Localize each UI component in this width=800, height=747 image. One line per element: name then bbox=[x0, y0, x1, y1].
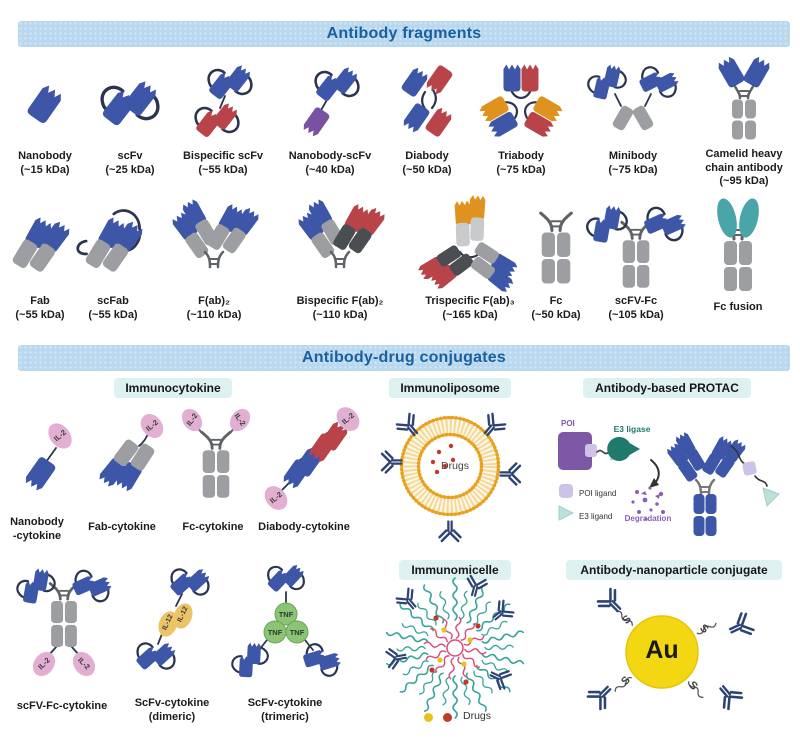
tnf-badge-label: TNF bbox=[267, 628, 283, 637]
fab2-icon bbox=[172, 199, 259, 269]
e3-ligase-label: E3 ligase bbox=[613, 424, 651, 434]
conjugate-label: ScFv-cytokine(trimeric) bbox=[247, 697, 323, 723]
scfv-cytokine-dimeric-icon bbox=[136, 568, 210, 670]
drug-yellow-dot bbox=[424, 713, 433, 722]
scfv-fc-cytokine-icon bbox=[16, 568, 112, 677]
fc-icon bbox=[539, 211, 573, 284]
trispecific-fab3-icon bbox=[418, 195, 518, 292]
conjugate-label: Nanobody-cytokine bbox=[10, 516, 64, 542]
micelle-drugs-label: Drugs bbox=[462, 710, 491, 722]
fragment-label: Camelid heavy chain antibody(~95 kDa) bbox=[705, 148, 783, 187]
diabody-icon bbox=[401, 65, 453, 137]
e3-ligand-label: E3 ligand bbox=[579, 512, 613, 521]
conjugate-label: Diabody-cytokine bbox=[258, 521, 350, 533]
fragment-label: Bispecific F(ab)₂(~110 kDa) bbox=[296, 295, 384, 321]
nanoparticle-header: Antibody-nanoparticle conjugate bbox=[566, 560, 782, 580]
fragment-label: Diabody(~50 kDa) bbox=[402, 150, 452, 176]
nanoparticle-icon bbox=[586, 587, 755, 711]
scfv-fc-icon bbox=[586, 205, 686, 288]
bispecific-scfv-icon bbox=[194, 65, 253, 137]
fragment-label: Trispecific F(ab)₃(~165 kDa) bbox=[425, 295, 515, 321]
fab-cytokine-icon bbox=[99, 414, 164, 492]
fragment-label: Triabody(~75 kDa) bbox=[496, 150, 546, 176]
conjugates-banner-title: Antibody-drug conjugates bbox=[302, 349, 506, 366]
fc-cytokine-icon bbox=[181, 408, 251, 498]
fragment-label: Fab(~55 kDa) bbox=[15, 295, 65, 321]
conjugate-label: Fab-cytokine bbox=[88, 521, 156, 533]
poi-label: POI bbox=[561, 419, 575, 428]
nanobody-icon bbox=[27, 85, 61, 123]
diabody-cytokine-icon bbox=[264, 407, 360, 510]
immunocytokine-header: Immunocytokine bbox=[114, 378, 232, 398]
camelid-antibody-icon bbox=[718, 56, 770, 140]
scfv-icon bbox=[100, 81, 160, 126]
nanobody-cytokine-icon bbox=[25, 423, 72, 491]
fragment-label: scFv(~25 kDa) bbox=[105, 150, 155, 176]
conjugate-label: scFV-Fc-cytokine bbox=[16, 700, 108, 712]
tnf-badge-label: TNF bbox=[278, 610, 294, 619]
conjugate-label: ScFv-cytokine(dimeric) bbox=[134, 697, 210, 723]
fragment-label: Fc fusion bbox=[713, 301, 763, 313]
fragment-label: Fc(~50 kDa) bbox=[531, 295, 581, 321]
fragment-label: F(ab)₂(~110 kDa) bbox=[186, 295, 242, 321]
fragment-label: scFab(~55 kDa) bbox=[88, 295, 138, 321]
minibody-icon bbox=[587, 64, 679, 131]
au-label: Au bbox=[645, 636, 679, 664]
immunomicelle-icon bbox=[385, 574, 525, 719]
fc-fusion-icon bbox=[717, 198, 759, 291]
fragments-banner-title: Antibody fragments bbox=[326, 25, 482, 42]
fragment-label: Minibody(~75 kDa) bbox=[608, 150, 658, 176]
conjugates-banner: Antibody-drug conjugates bbox=[18, 345, 790, 371]
tnf-badge-label: TNF bbox=[289, 628, 305, 637]
scfab-icon bbox=[76, 209, 143, 272]
protac-icon bbox=[558, 432, 780, 536]
fragment-label: Nanobody-scFv(~40 kDa) bbox=[288, 150, 372, 176]
fragment-label: scFV-Fc(~105 kDa) bbox=[608, 295, 664, 321]
bispecific-fab2-icon bbox=[298, 199, 385, 269]
liposome-drugs-label: Drugs bbox=[440, 460, 469, 472]
nanobody-scfv-icon bbox=[303, 67, 360, 137]
fragment-label: Bispecific scFv(~55 kDa) bbox=[182, 150, 264, 176]
immunoliposome-icon bbox=[380, 412, 522, 543]
fragment-label: Nanobody(~15 kDa) bbox=[18, 150, 72, 176]
scfv-cytokine-trimeric-icon bbox=[231, 564, 341, 678]
triabody-icon bbox=[479, 64, 563, 137]
fragments-banner: Antibody fragments bbox=[18, 21, 790, 47]
immunomicelle-header: Immunomicelle bbox=[399, 560, 511, 580]
poi-ligand-label: POI ligand bbox=[579, 489, 617, 498]
protac-header: Antibody-based PROTAC bbox=[583, 378, 751, 398]
immunoliposome-header: Immunoliposome bbox=[389, 378, 511, 398]
degradation-label: Degradation bbox=[624, 514, 672, 523]
conjugate-label: Fc-cytokine bbox=[182, 521, 244, 533]
drug-red-dot bbox=[443, 713, 452, 722]
fab-icon bbox=[12, 217, 70, 272]
